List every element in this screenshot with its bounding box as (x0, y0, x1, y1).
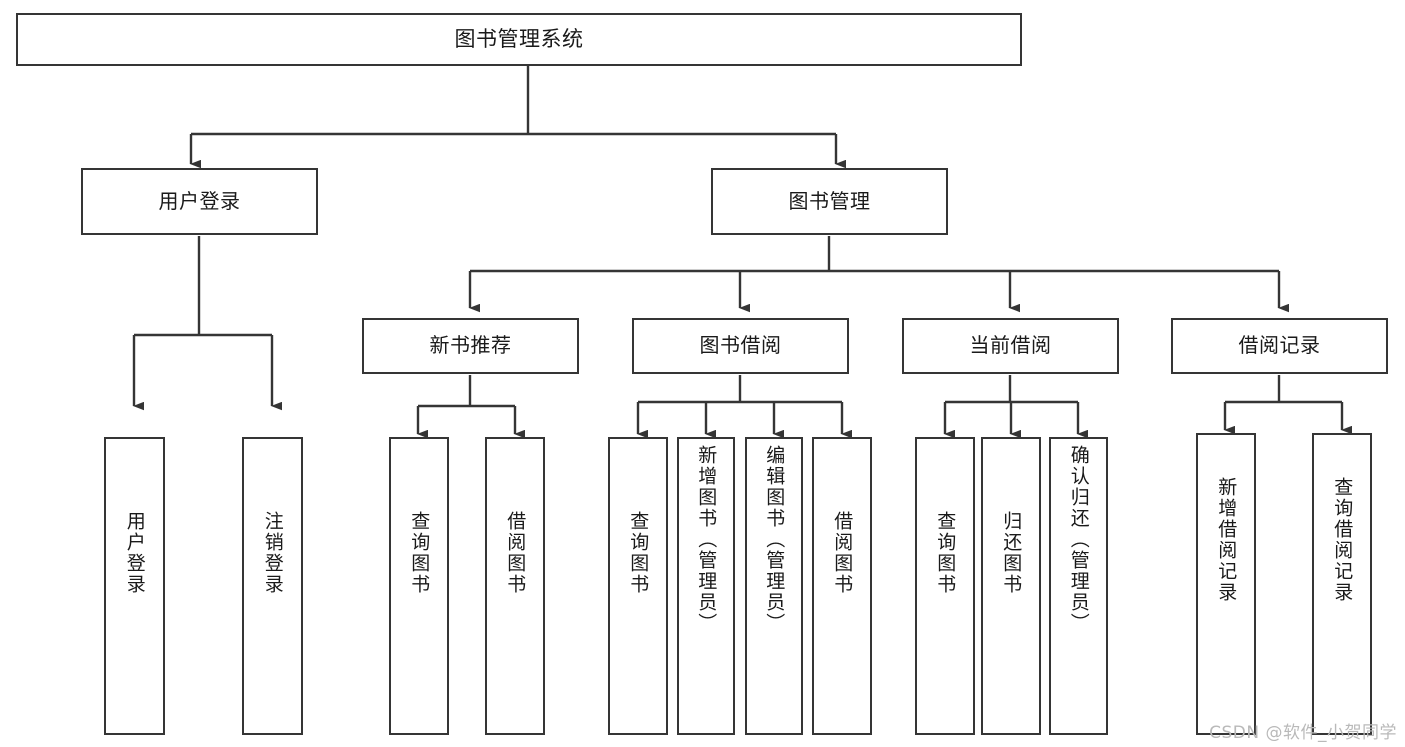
node-label: 图书借阅 (699, 333, 782, 358)
node-borrow-record[interactable]: 借阅记录 (1171, 318, 1388, 374)
node-leaf-query-book-2[interactable]: 查询图书 (608, 437, 668, 735)
node-label: 确认归还（管理员） (1067, 445, 1090, 634)
node-leaf-add-record[interactable]: 新增借阅记录 (1196, 433, 1256, 735)
node-label: 归还图书 (1000, 511, 1023, 595)
node-leaf-user-login[interactable]: 用户登录 (104, 437, 165, 735)
node-leaf-query-book-1[interactable]: 查询图书 (389, 437, 449, 735)
node-label: 借阅图书 (831, 511, 854, 595)
node-leaf-edit-book[interactable]: 编辑图书（管理员） (745, 437, 803, 735)
node-new-book-recommend[interactable]: 新书推荐 (362, 318, 579, 374)
node-label: 查询图书 (627, 511, 650, 595)
node-book-borrow[interactable]: 图书借阅 (632, 318, 849, 374)
node-label: 用户登录 (123, 511, 146, 595)
node-label: 编辑图书（管理员） (763, 445, 786, 634)
node-label: 注销登录 (261, 511, 284, 595)
node-label: 新书推荐 (429, 333, 512, 358)
node-leaf-borrow-book-1[interactable]: 借阅图书 (485, 437, 545, 735)
node-label: 图书管理 (788, 188, 871, 213)
node-user-login[interactable]: 用户登录 (81, 168, 318, 235)
node-label: 新增图书（管理员） (695, 445, 718, 634)
node-label: 查询借阅记录 (1331, 477, 1354, 603)
node-leaf-return-book[interactable]: 归还图书 (981, 437, 1041, 735)
node-leaf-query-record[interactable]: 查询借阅记录 (1312, 433, 1372, 735)
node-current-borrow[interactable]: 当前借阅 (902, 318, 1119, 374)
node-label: 用户登录 (158, 188, 241, 213)
node-label: 借阅图书 (504, 511, 527, 595)
node-leaf-query-book-3[interactable]: 查询图书 (915, 437, 975, 735)
node-leaf-borrow-book-2[interactable]: 借阅图书 (812, 437, 872, 735)
node-leaf-add-book[interactable]: 新增图书（管理员） (677, 437, 735, 735)
node-label: 查询图书 (934, 511, 957, 595)
node-label: 图书管理系统 (454, 27, 584, 52)
node-root-book-management-system[interactable]: 图书管理系统 (16, 13, 1022, 66)
node-leaf-logout-login[interactable]: 注销登录 (242, 437, 303, 735)
node-leaf-confirm-return[interactable]: 确认归还（管理员） (1049, 437, 1108, 735)
node-label: 当前借阅 (969, 333, 1052, 358)
node-book-manage[interactable]: 图书管理 (711, 168, 948, 235)
node-label: 新增借阅记录 (1215, 477, 1238, 603)
csdn-watermark: CSDN @软件_小贺同学 (1209, 723, 1397, 743)
node-label: 查询图书 (408, 511, 431, 595)
node-label: 借阅记录 (1238, 333, 1321, 358)
